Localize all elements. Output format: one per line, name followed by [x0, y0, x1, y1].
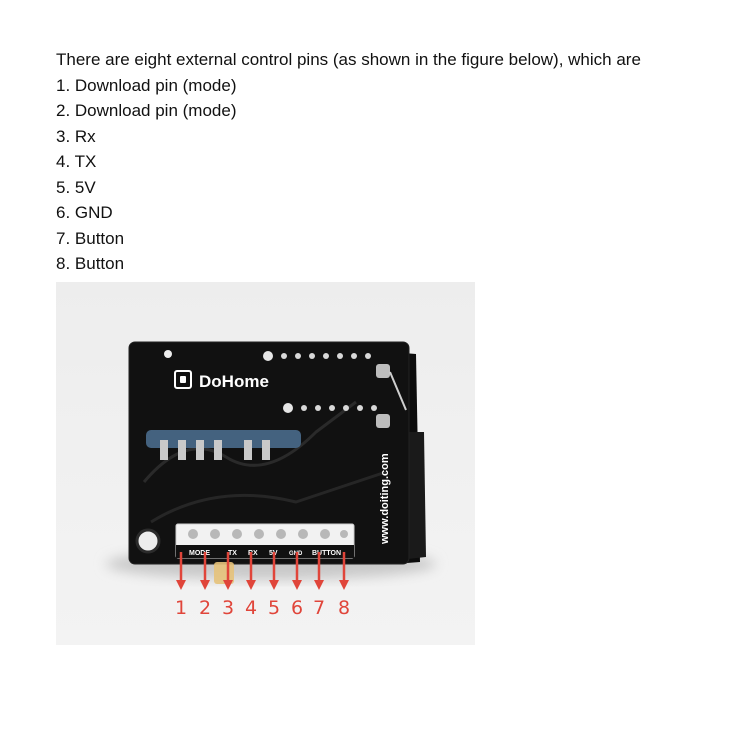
pin-list-item: 5. 5V [56, 177, 96, 197]
pin-number-label: 6 [291, 597, 303, 619]
pin-number-label: 7 [313, 597, 325, 619]
header-label-button: BUTTON [312, 550, 341, 557]
pin-number-label: 8 [338, 597, 350, 619]
dohome-logo-icon [174, 370, 192, 389]
pin-list-item: 4. TX [56, 152, 97, 171]
board-illustration: DoHome www.doiting.com MODE TX RX [106, 341, 436, 619]
intro-text: There are eight external control pins (a… [56, 50, 641, 69]
pin-list-item: 6. GND [56, 203, 113, 222]
pin-list-item: 3. Rx [56, 126, 96, 146]
pin-arrows [176, 552, 349, 590]
pcb-trace [150, 470, 387, 524]
header-label-mode: MODE [189, 550, 210, 557]
pin-arrow-head [269, 580, 279, 590]
pcb-trace [142, 400, 357, 483]
mounting-hole [164, 350, 172, 358]
pin-list-item: 7. Button [56, 228, 125, 248]
pin-arrow-head [200, 580, 210, 590]
pin-number-label: 4 [245, 597, 257, 619]
pin-arrow-head [176, 580, 186, 590]
pin-number-label: 1 [175, 597, 187, 619]
header-label-tx: TX [228, 550, 237, 557]
board-url: www.doiting.com [379, 453, 391, 545]
side-pin [376, 364, 390, 378]
pin-arrow-head [339, 580, 349, 590]
document-text: There are eight external control pins (a… [56, 47, 641, 277]
pin-arrow-head [314, 580, 324, 590]
header-pins [160, 440, 270, 460]
pin-number-label: 2 [199, 597, 211, 619]
side-pin [376, 414, 390, 428]
pin-list-item: 8. Button [56, 254, 125, 273]
pin-arrow-head [246, 580, 256, 590]
pin-number-label: 3 [222, 597, 234, 619]
board-brand: DoHome [199, 372, 269, 391]
pin-arrow-head [223, 580, 233, 590]
board-photo: DoHome www.doiting.com MODE TX RX [56, 282, 475, 645]
pin-number-label: 5 [268, 597, 280, 619]
mounting-hole [135, 528, 161, 554]
pin-list-item: 1. Download pin (mode) [56, 75, 237, 95]
pin-header-strip [146, 430, 301, 448]
pin-list-item: 2. Download pin (mode) [56, 101, 237, 120]
bottom-pads [188, 529, 348, 539]
pin-arrow-head [292, 580, 302, 590]
header-label-rx: RX [248, 550, 258, 557]
